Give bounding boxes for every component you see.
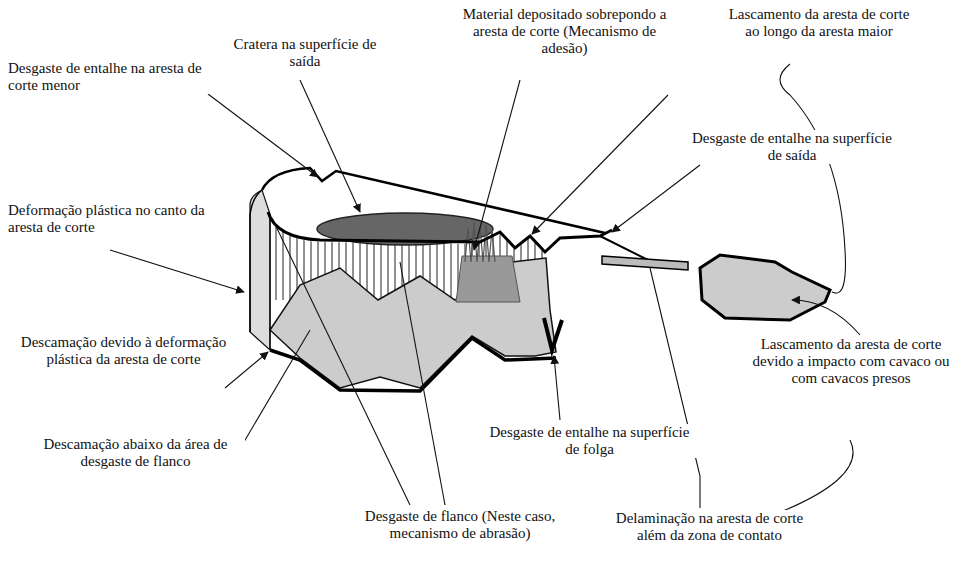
wear-label: Descamação abaixo da área de desgaste de… xyxy=(26,436,245,470)
deposited-material xyxy=(456,256,520,302)
flank-notch xyxy=(544,318,562,350)
wear-label: Desgaste de entalhe na aresta de corte m… xyxy=(6,60,215,94)
chipped-fragment xyxy=(700,255,830,320)
wear-label: Descamação devido à deformação plástica … xyxy=(14,334,233,368)
wear-label: Lascamento da aresta de corte ao longo d… xyxy=(722,6,916,40)
wear-label: Desgaste de entalhe na superfície de saí… xyxy=(690,130,894,164)
wear-label: Lascamento da aresta de corte devido a i… xyxy=(738,336,964,387)
chip-bar xyxy=(602,256,688,270)
wear-label: Deformação plástica no canto da aresta d… xyxy=(6,202,210,236)
wear-label: Cratera na superfície de saída xyxy=(228,36,382,70)
corner-edge xyxy=(250,190,262,332)
cutting-edge xyxy=(268,212,612,252)
bottom-outline xyxy=(270,338,556,391)
side-face xyxy=(250,190,270,350)
wear-label: Material depositado sobrepondo a aresta … xyxy=(455,6,674,57)
wear-label: Desgaste de entalhe na superfície de fol… xyxy=(480,424,699,458)
wear-label: Delaminação na aresta de corte além da z… xyxy=(600,510,819,544)
wear-label: Desgaste de flanco (Neste caso, mecanism… xyxy=(338,508,582,542)
